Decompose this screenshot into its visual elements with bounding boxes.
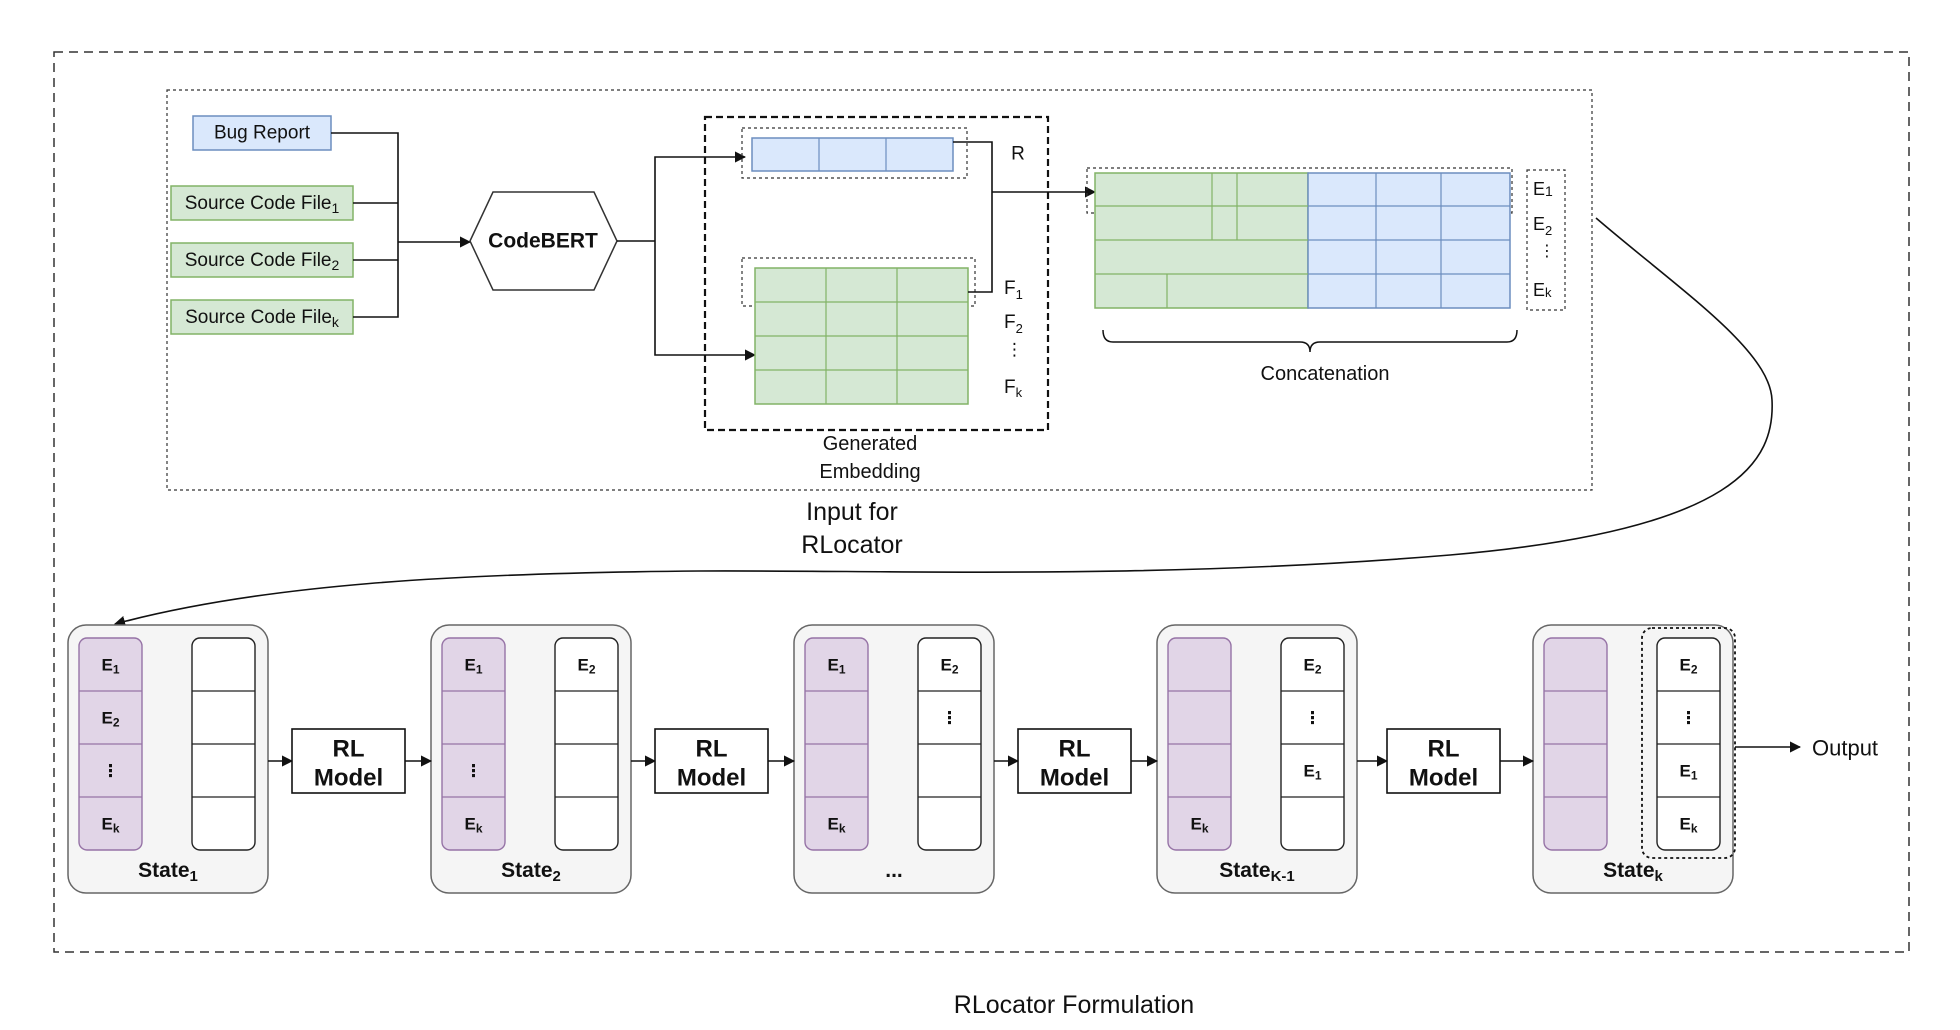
source-file-1-box: Source Code File1 <box>170 185 354 221</box>
file-vector-label: ⋮ <box>1006 340 1023 359</box>
ranked-cell-label: E1 <box>1679 761 1697 783</box>
source-file-1-label: Source Code File1 <box>185 193 340 217</box>
concatenation-label: Concatenation <box>1261 363 1390 385</box>
input-connectors <box>331 132 472 318</box>
source-file-2-label: Source Code File2 <box>185 250 340 274</box>
codebert-encoder: CodeBERT <box>469 191 618 291</box>
concat-labels: E1 E2 ⋮ Ek <box>1533 179 1555 300</box>
generated-embedding-frame <box>703 115 1050 432</box>
input-section-label: Input for <box>806 498 898 526</box>
ranked-cell-label: ⋮ <box>941 708 958 727</box>
state-label: ... <box>885 859 903 882</box>
concat-label: Ek <box>1533 280 1552 300</box>
rl-model-label: Model <box>314 765 383 792</box>
concat-label: E2 <box>1533 214 1552 238</box>
rl-model-label: Model <box>1409 765 1478 792</box>
state-label: State2 <box>501 859 561 885</box>
ranked-cell-label: Ek <box>1679 814 1697 836</box>
state-label: State1 <box>138 859 198 885</box>
final-ranking-highlight <box>1641 627 1736 859</box>
candidate-cell-label: Ek <box>1190 814 1208 836</box>
candidate-cell-label: ⋮ <box>102 761 119 780</box>
candidate-cell-label: ⋮ <box>465 761 482 780</box>
source-file-2-box: Source Code File2 <box>170 242 354 278</box>
bug-report-box: Bug Report <box>192 115 332 151</box>
generated-embedding-label: Generated <box>823 433 918 455</box>
rl-model-label: RL <box>1428 736 1460 763</box>
concatenated-matrix <box>1094 172 1511 309</box>
report-vector-highlight <box>741 127 968 179</box>
ranked-cell-label: ⋮ <box>1304 708 1321 727</box>
candidate-cell-label: Ek <box>101 814 119 836</box>
file-embedding-matrix <box>754 267 969 405</box>
ranked-cell-label: E2 <box>940 655 958 677</box>
report-vector-label: R <box>1011 144 1025 165</box>
concat-label: E1 <box>1533 179 1553 199</box>
rl-model-label: Model <box>1040 765 1109 792</box>
ranked-cell-label: ⋮ <box>1680 708 1697 727</box>
file-vector-labels: F1 F2 ⋮ Fk <box>1004 278 1023 400</box>
state-label: Statek <box>1603 859 1663 885</box>
bug-report-label: Bug Report <box>214 123 311 144</box>
codebert-label: CodeBERT <box>488 230 598 253</box>
flow-to-states-curve <box>113 217 1773 627</box>
source-file-k-box: Source Code Filek <box>170 299 354 335</box>
concat-row-highlight <box>1086 167 1513 214</box>
figure-caption: RLocator Formulation <box>954 991 1194 1019</box>
rl-model-label: Model <box>677 765 746 792</box>
rl-model-rect <box>1386 728 1501 794</box>
ranked-cell-label: E2 <box>577 655 595 677</box>
candidate-cell-label: E2 <box>101 708 119 730</box>
input-section-frame <box>166 89 1593 491</box>
ranked-cell-label: E2 <box>1303 655 1321 677</box>
rl-model-rect <box>1017 728 1132 794</box>
source-file-k-label: Source Code Filek <box>185 307 340 331</box>
input-section-label: RLocator <box>801 531 902 559</box>
candidate-cell-label: Ek <box>827 814 845 836</box>
generated-embedding-label: Embedding <box>819 461 920 483</box>
state-box: E1 E2 ⋮ Ek... <box>793 624 995 894</box>
rl-model-label: RL <box>696 736 728 763</box>
candidate-cell-label: E1 <box>827 655 845 677</box>
file-vector-label: F2 <box>1004 312 1023 336</box>
concat-labels-frame <box>1526 169 1566 311</box>
rl-model-label: RL <box>333 736 365 763</box>
encoder-output-connectors <box>617 151 757 361</box>
formulation-frame <box>53 51 1910 953</box>
merge-connector <box>953 141 1097 293</box>
file-vector-label: F1 <box>1004 278 1023 302</box>
rl-model-label: RL <box>1059 736 1091 763</box>
file-vector-label: Fk <box>1004 377 1023 400</box>
concatenation-brace <box>1102 329 1518 353</box>
candidate-cell-label: E1 <box>464 655 482 677</box>
concat-label: ⋮ <box>1539 243 1555 260</box>
report-vector <box>751 137 954 172</box>
state-label: StateK-1 <box>1219 859 1295 885</box>
ranked-cell-label: E1 <box>1303 761 1321 783</box>
ranked-cell-label: E2 <box>1679 655 1697 677</box>
candidate-cell-label: E1 <box>101 655 119 677</box>
rl-model-rect <box>654 728 769 794</box>
output: Output <box>1735 736 1878 761</box>
output-label: Output <box>1812 736 1878 761</box>
candidate-cell-label: Ek <box>464 814 482 836</box>
